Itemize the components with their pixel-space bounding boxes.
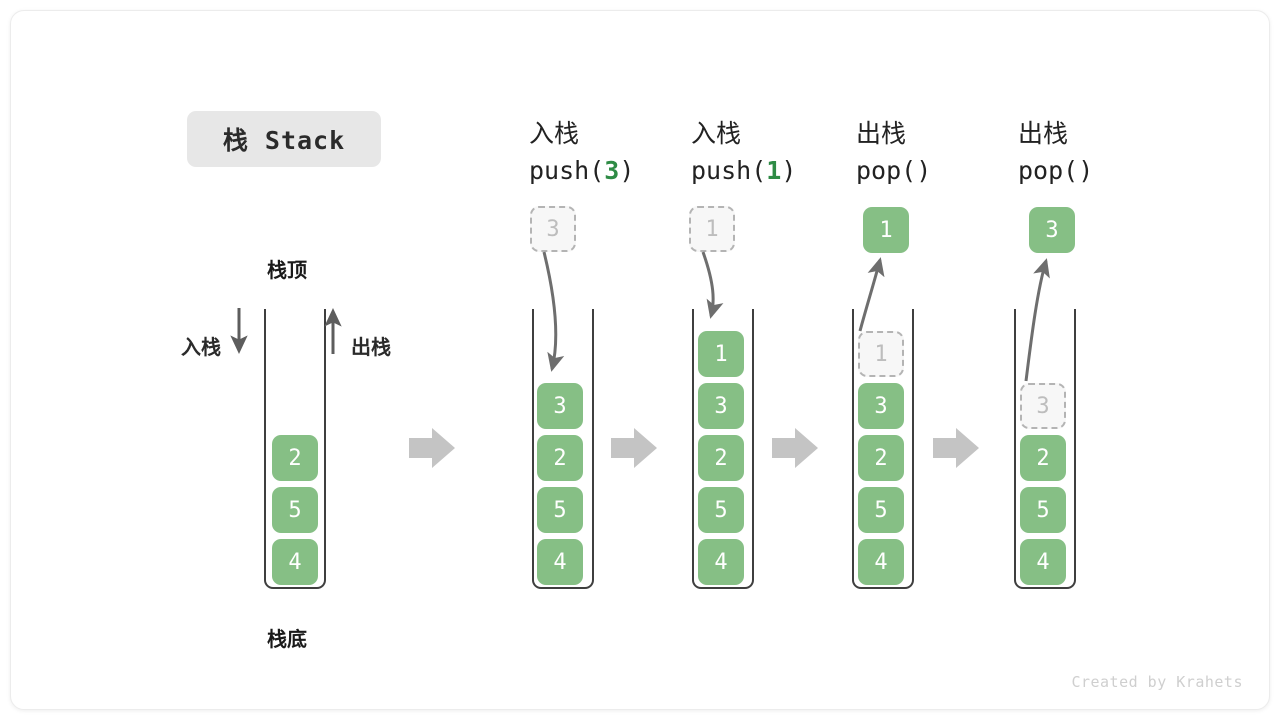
tube-wall xyxy=(692,309,754,589)
stack-cell: 2 xyxy=(698,435,744,481)
step-arrow-icon xyxy=(772,428,818,468)
operation-cn-label: 出栈 xyxy=(1018,119,1069,148)
stack-cell: 4 xyxy=(858,539,904,585)
operation-code: pop() xyxy=(1018,155,1094,185)
stack-cell: 4 xyxy=(272,539,318,585)
stack-bottom-label: 栈底 xyxy=(267,627,307,651)
stack-cell: 2 xyxy=(272,435,318,481)
stack-cell: 4 xyxy=(698,539,744,585)
operation-cn-label: 入栈 xyxy=(691,119,742,148)
stack-tube-pop-1 xyxy=(852,309,914,589)
stack-cell: 1 xyxy=(698,331,744,377)
operation-code: pop() xyxy=(856,155,932,185)
operation-cn-label: 出栈 xyxy=(856,119,907,148)
tube-wall xyxy=(1014,309,1076,589)
push-direction-label: 入栈 xyxy=(181,335,221,359)
stack-cell: 3 xyxy=(537,383,583,429)
stack-cell: 5 xyxy=(858,487,904,533)
diagram-card: 栈 Stack 栈顶 栈底 入栈 出栈 2 5 4 入栈 push(3) 3 3… xyxy=(10,10,1270,710)
stack-tube-initial xyxy=(264,309,326,589)
stack-cell: 2 xyxy=(858,435,904,481)
stack-tube-pop-3 xyxy=(1014,309,1076,589)
page-title: 栈 Stack xyxy=(187,111,381,167)
operation-label-push-3: 入栈 push(3) xyxy=(529,116,634,189)
tube-wall xyxy=(852,309,914,589)
popped-cell-3: 3 xyxy=(1029,207,1075,253)
push-motion-arrow xyxy=(701,251,724,319)
tube-wall xyxy=(264,309,326,589)
watermark: Created by Krahets xyxy=(1071,673,1243,691)
stack-top-label: 栈顶 xyxy=(267,258,307,282)
operation-code: push(3) xyxy=(529,155,635,185)
operation-label-pop-1: 出栈 pop() xyxy=(856,116,931,189)
step-arrow-icon xyxy=(611,428,657,468)
step-arrow-icon xyxy=(409,428,455,468)
stack-tube-push-1 xyxy=(692,309,754,589)
stack-cell: 5 xyxy=(537,487,583,533)
stack-cell: 5 xyxy=(1020,487,1066,533)
tube-wall xyxy=(532,309,594,589)
stack-cell: 4 xyxy=(1020,539,1066,585)
step-arrow-icon xyxy=(933,428,979,468)
ghost-cell-pop-3: 3 xyxy=(1020,383,1066,429)
stack-cell: 4 xyxy=(537,539,583,585)
stack-cell: 3 xyxy=(698,383,744,429)
ghost-cell-push-3: 3 xyxy=(530,206,576,252)
ghost-cell-pop-1: 1 xyxy=(858,331,904,377)
stack-cell: 5 xyxy=(698,487,744,533)
stack-cell: 2 xyxy=(537,435,583,481)
popped-cell-1: 1 xyxy=(863,207,909,253)
ghost-cell-push-1: 1 xyxy=(689,206,735,252)
operation-code: push(1) xyxy=(691,155,797,185)
stack-tube-push-3 xyxy=(532,309,594,589)
operation-label-push-1: 入栈 push(1) xyxy=(691,116,796,189)
pop-direction-label: 出栈 xyxy=(351,335,391,359)
stack-cell: 2 xyxy=(1020,435,1066,481)
stack-cell: 5 xyxy=(272,487,318,533)
stack-cell: 3 xyxy=(858,383,904,429)
operation-cn-label: 入栈 xyxy=(529,119,580,148)
operation-label-pop-3: 出栈 pop() xyxy=(1018,116,1093,189)
